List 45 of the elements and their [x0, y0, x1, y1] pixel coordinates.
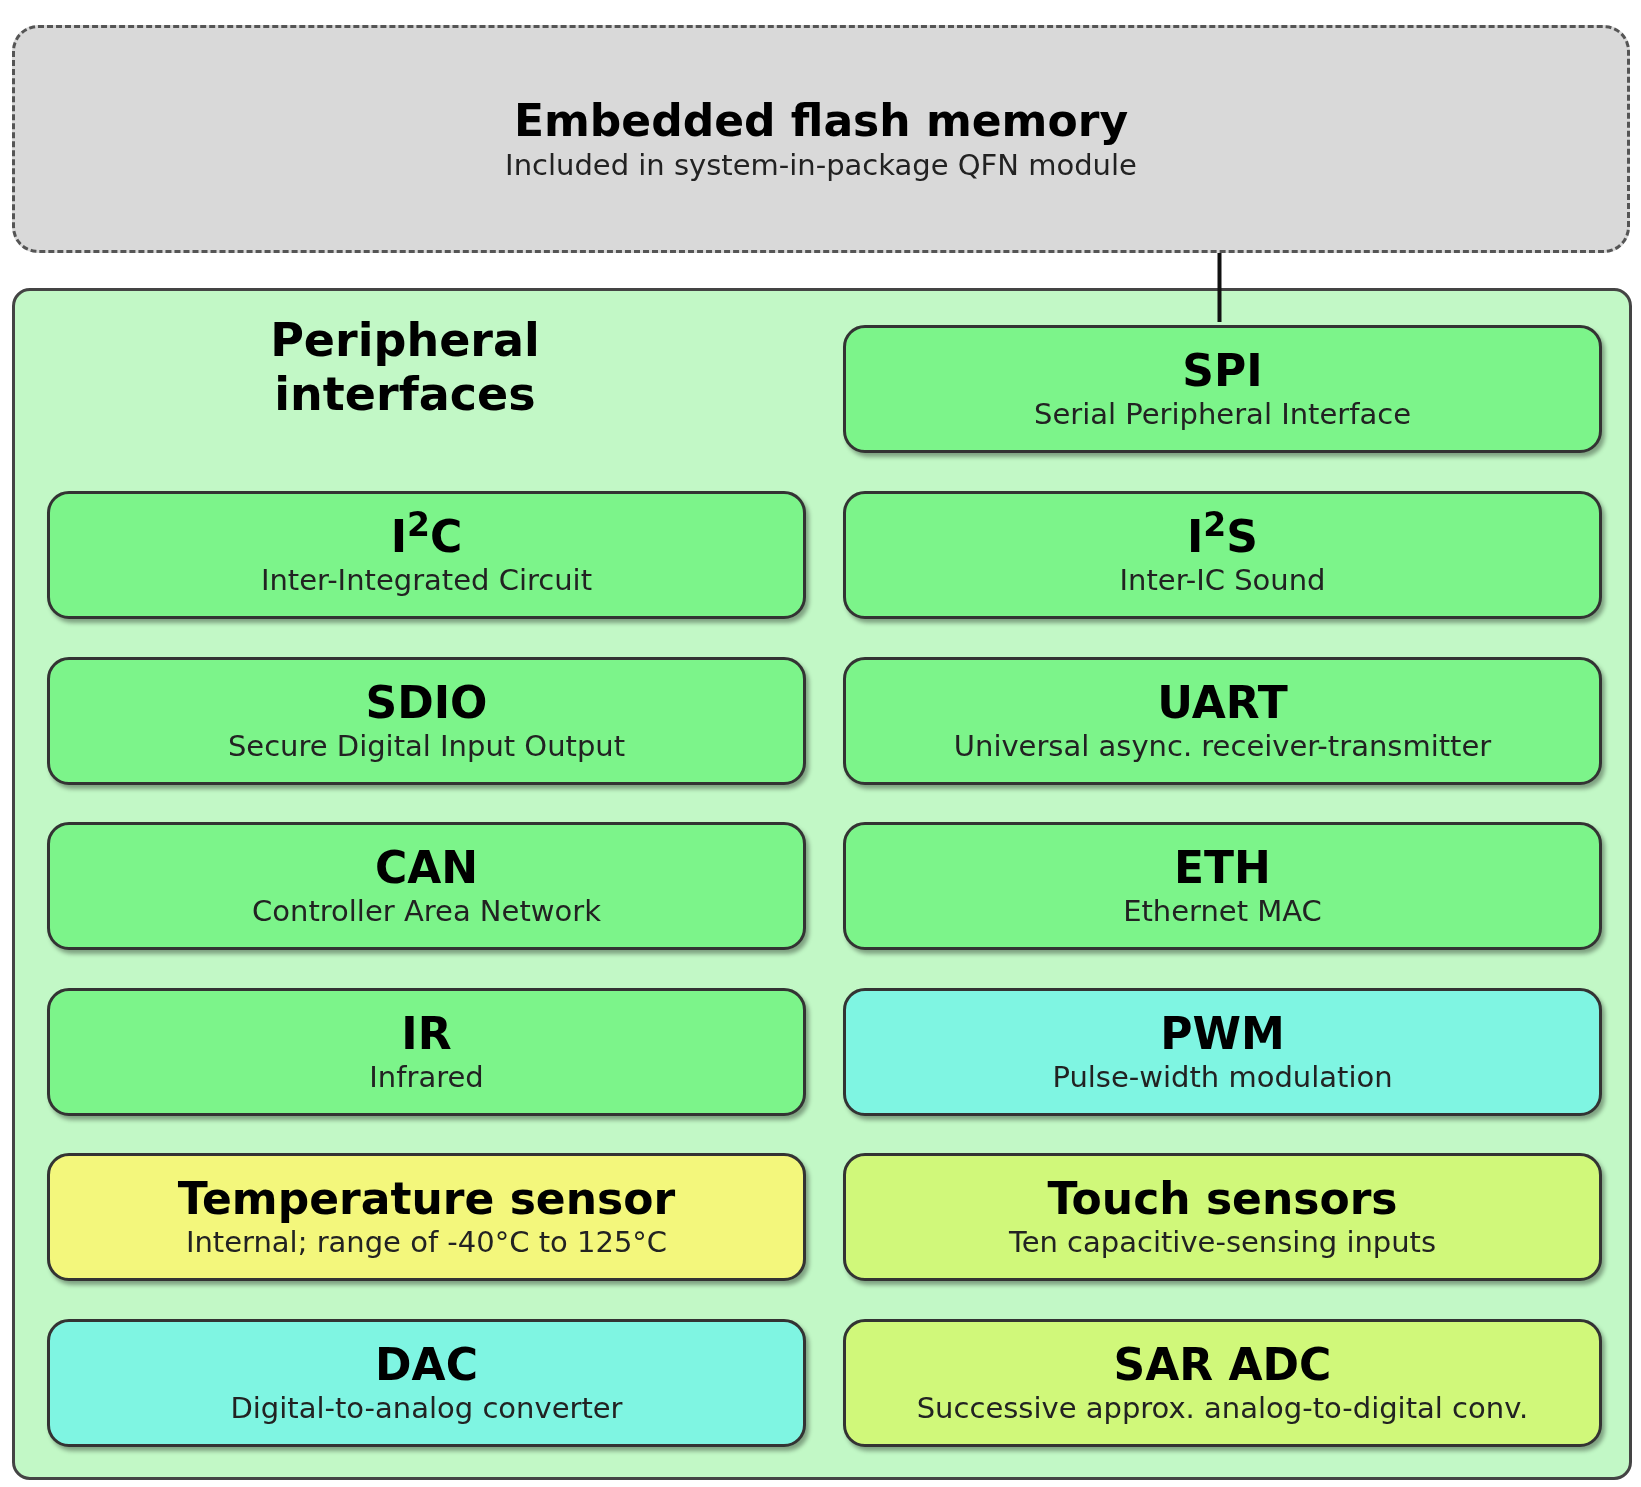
- peripheral-box: [843, 325, 1602, 453]
- peripheral-box: [843, 987, 1602, 1116]
- box-subtitle: Internal; range of -40°C to 125°C: [185, 1224, 668, 1260]
- peripheral-box: [843, 1153, 1602, 1281]
- box-title: SPI: [1182, 346, 1263, 396]
- box-subtitle: Inter-Integrated Circuit: [260, 562, 593, 598]
- connector-line: [1217, 253, 1222, 322]
- box-title: Touch sensors: [1047, 1174, 1398, 1224]
- box-title: Embedded flash memory: [513, 95, 1129, 147]
- box-title: SDIO: [365, 677, 488, 728]
- peripheral-box: [843, 822, 1602, 950]
- box-subtitle: Included in system-in-package QFN module: [505, 147, 1137, 183]
- peripheral-box: [47, 822, 806, 950]
- peripheral-box: [47, 656, 806, 785]
- box-subtitle: Digital-to-analog converter: [230, 1389, 623, 1426]
- box-title: I$^{2}$S: [1186, 512, 1258, 562]
- box-title: ETH: [1174, 843, 1271, 893]
- box-subtitle: Controller Area Network: [252, 893, 601, 929]
- box-subtitle: Secure Digital Input Output: [227, 727, 626, 764]
- box-subtitle: Infrared: [369, 1058, 484, 1095]
- box-title: DAC: [375, 1339, 478, 1390]
- box-subtitle: Ten capacitive-sensing inputs: [1008, 1224, 1437, 1260]
- box-title: UART: [1157, 677, 1288, 728]
- box-subtitle: Ethernet MAC: [1123, 893, 1322, 929]
- box-title: Temperature sensor: [177, 1174, 676, 1224]
- box-title: SAR ADC: [1113, 1339, 1332, 1390]
- group-panel: [12, 288, 1632, 1480]
- memory-box: [12, 25, 1630, 253]
- peripheral-box: [47, 1318, 806, 1447]
- peripheral-box: [843, 1318, 1602, 1447]
- box-subtitle: Serial Peripheral Interface: [1034, 396, 1411, 432]
- box-title: CAN: [374, 843, 479, 893]
- peripheral-box: [47, 987, 806, 1116]
- box-subtitle: Pulse-width modulation: [1052, 1058, 1393, 1095]
- peripheral-box: [47, 491, 806, 619]
- box-subtitle: Universal async. receiver-transmitter: [953, 727, 1492, 764]
- panel-title: Peripheral interfaces: [269, 313, 541, 421]
- peripheral-box: [843, 491, 1602, 619]
- box-title: I$^{2}$C: [390, 512, 463, 562]
- box-title: IR: [401, 1008, 452, 1059]
- box-subtitle: Successive approx. analog-to-digital conv.: [916, 1389, 1529, 1426]
- box-subtitle: Inter-IC Sound: [1119, 562, 1326, 598]
- box-title: PWM: [1160, 1008, 1285, 1059]
- peripheral-box: [47, 1153, 806, 1281]
- peripheral-box: [843, 656, 1602, 785]
